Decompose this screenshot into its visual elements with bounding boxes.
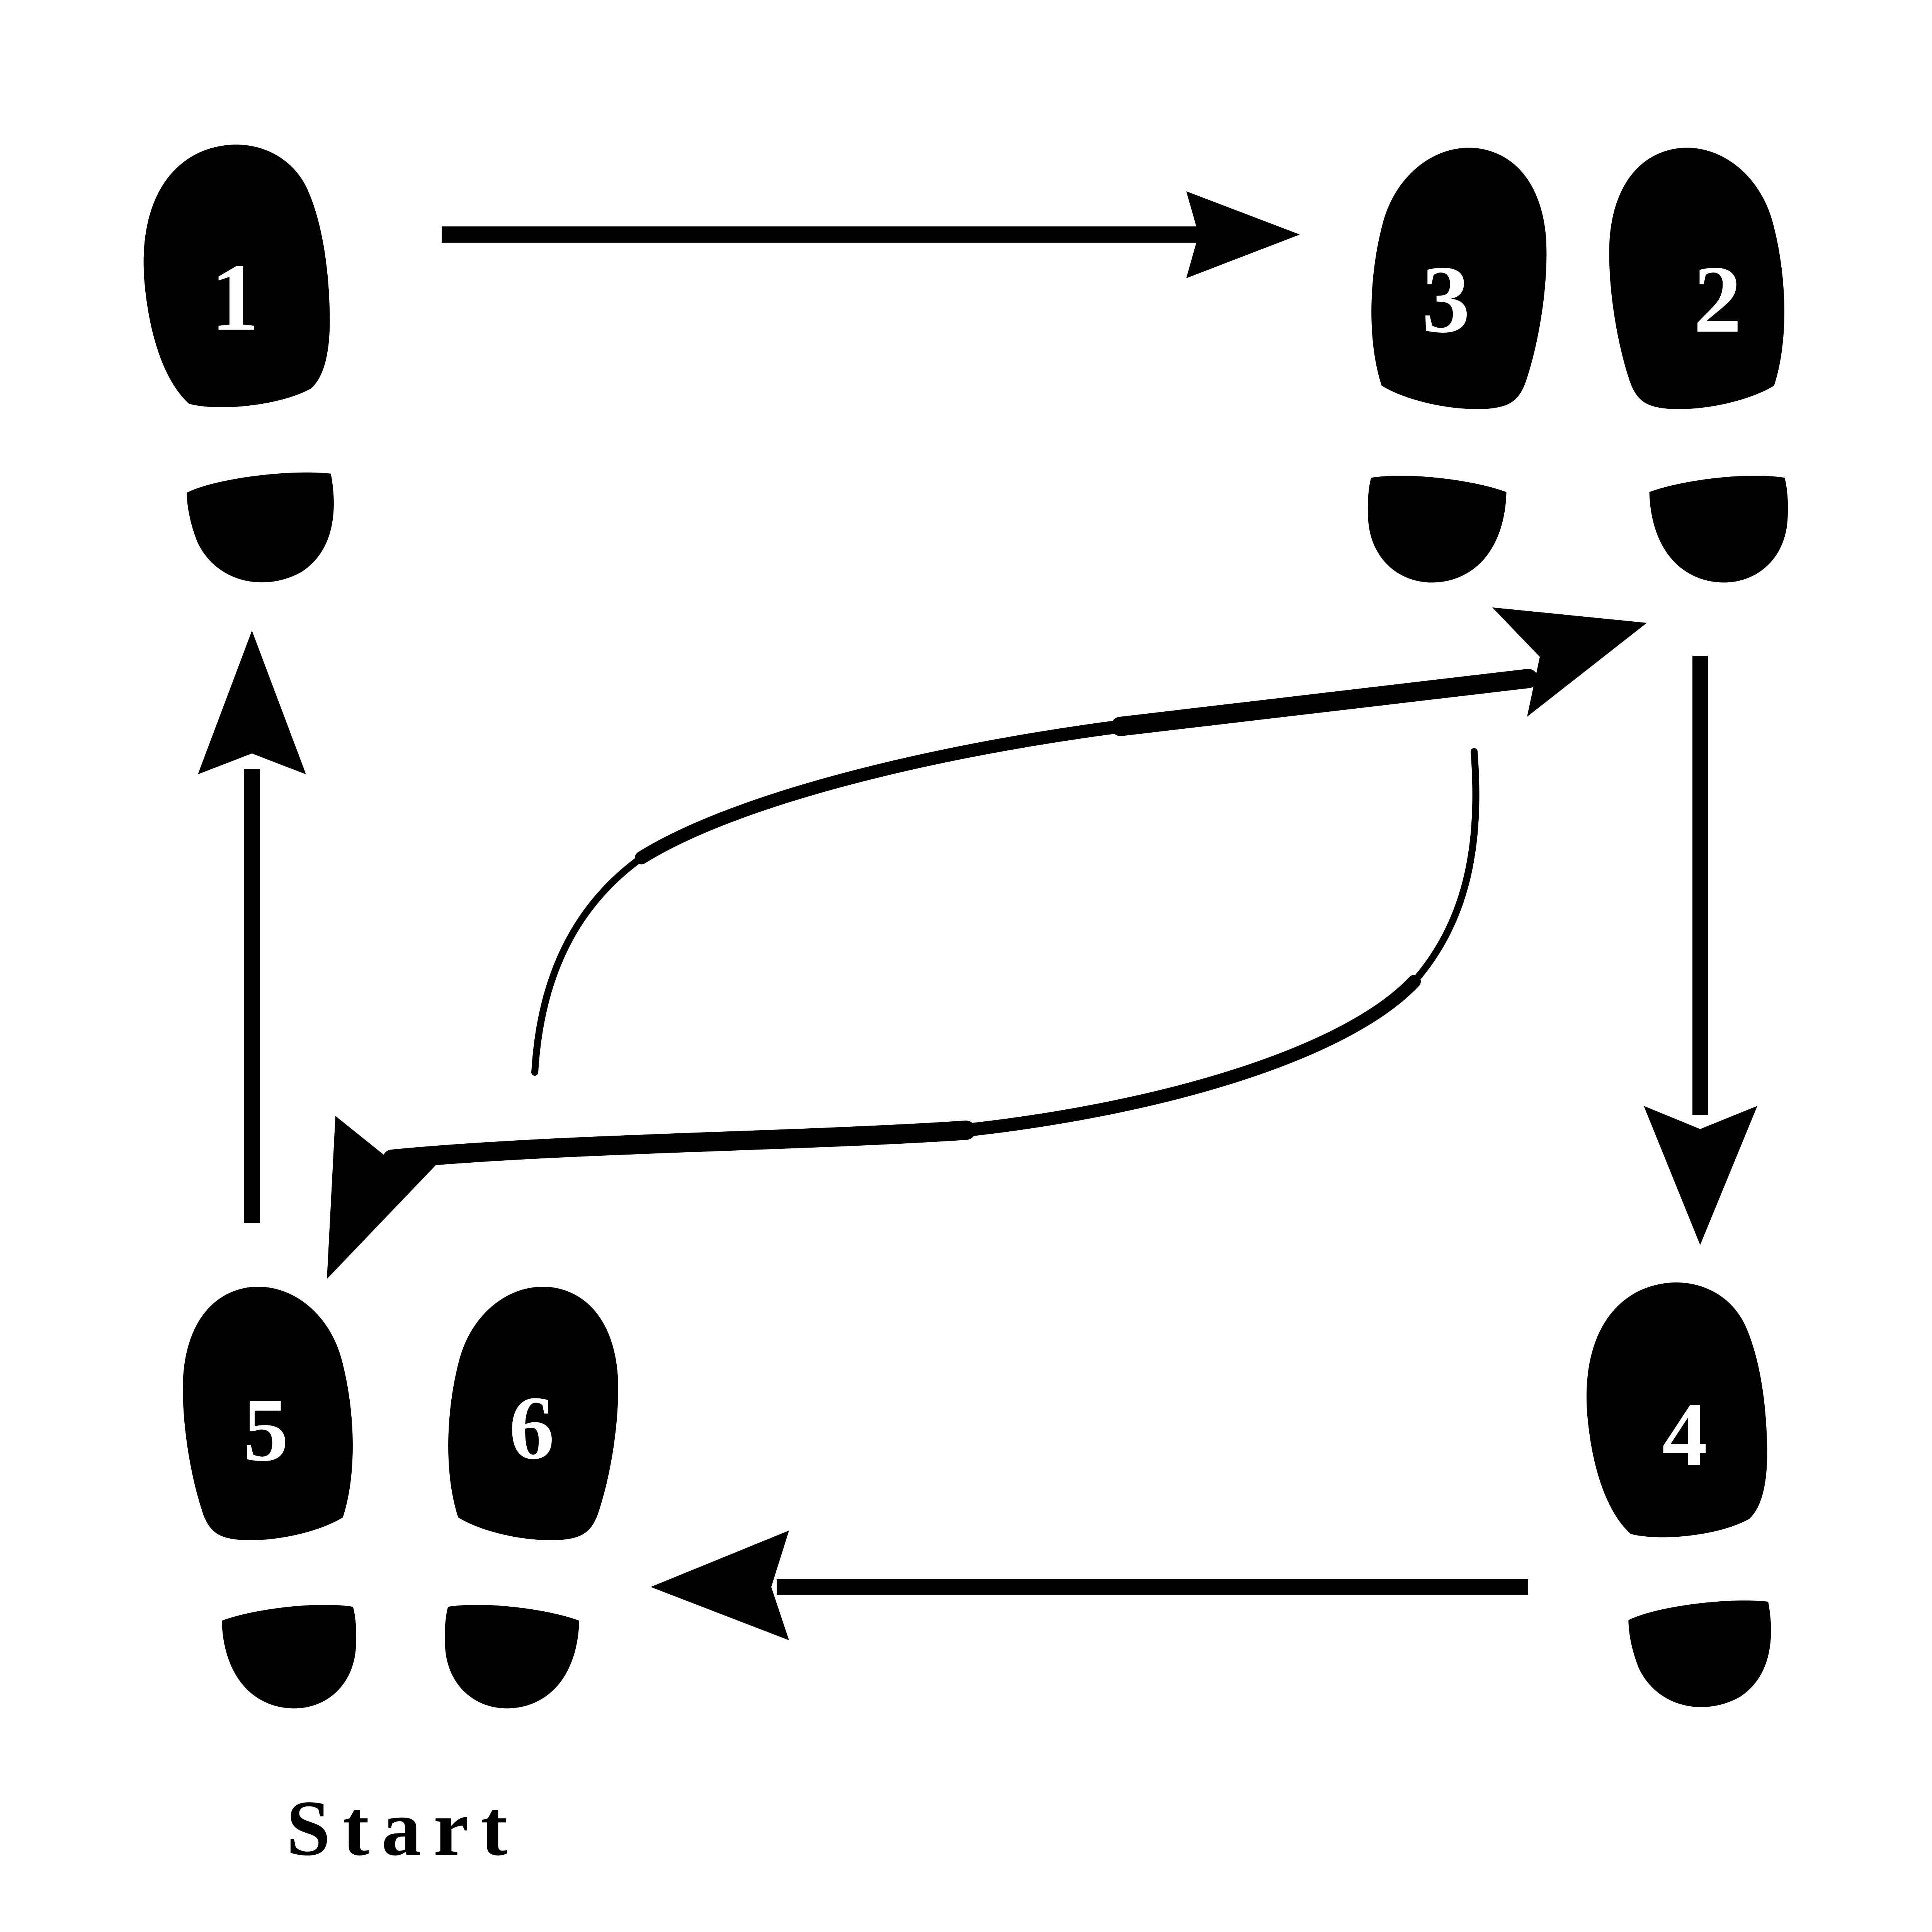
step-number-4: 4 [1662, 1384, 1708, 1485]
step-number-1: 1 [211, 244, 259, 351]
arrow-head-left-icon [651, 1531, 789, 1640]
step-number-6: 6 [509, 1378, 554, 1478]
arrow-step-1-to-steps-3-2 [442, 191, 1300, 278]
arrow-shaft-mid [959, 975, 1421, 1137]
arrow-shaft-thick [383, 1121, 976, 1169]
arrow-head-up-icon [198, 631, 306, 774]
arrow-steps-3-2-to-steps-5-6 [327, 748, 1480, 1279]
arrow-shaft-mid [635, 720, 1127, 864]
arrow-step-2-to-step-4 [1644, 656, 1757, 1245]
arrow-head-downleft-icon [327, 1116, 437, 1279]
arrow-head-down-icon [1644, 1106, 1757, 1245]
step-number-3: 3 [1422, 246, 1470, 353]
arrow-step-5-to-step-1 [198, 631, 306, 1223]
start-label: Start [286, 1784, 520, 1872]
step-number-2: 2 [1694, 246, 1742, 353]
arrow-shaft-thin [531, 854, 645, 1076]
arrow-step-4-to-steps-5-6 [651, 1531, 1528, 1640]
arrow-head-upright-icon [1492, 607, 1647, 717]
arrow-steps-5-6-to-steps-3-2 [531, 607, 1647, 1076]
arrow-shaft-thin [1411, 748, 1480, 985]
arrow-head-right-icon [1186, 191, 1300, 278]
arrow-shaft-thick [1111, 669, 1538, 736]
step-number-5: 5 [243, 1379, 289, 1480]
